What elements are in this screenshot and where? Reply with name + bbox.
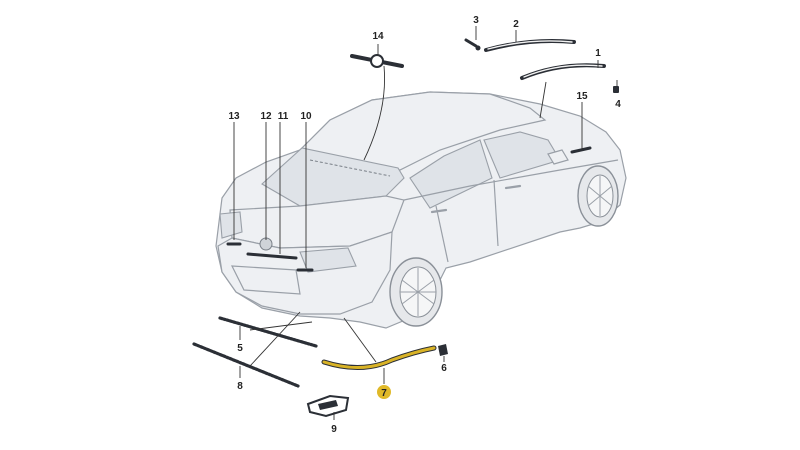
callout-7: 7 bbox=[381, 388, 387, 399]
callout-12: 12 bbox=[260, 111, 272, 122]
part-7-bumper-trim bbox=[321, 345, 437, 371]
part-4-clip bbox=[613, 86, 619, 93]
part-1-highlight bbox=[523, 64, 603, 78]
part-14-roof-emblem bbox=[350, 54, 404, 68]
callout-15: 15 bbox=[576, 91, 588, 102]
part-2-highlight bbox=[487, 40, 573, 50]
callout-3: 3 bbox=[473, 15, 479, 26]
callout-8: 8 bbox=[237, 381, 243, 392]
callout-14: 14 bbox=[372, 31, 384, 42]
callout-10: 10 bbox=[300, 111, 312, 122]
front-wheel bbox=[577, 165, 619, 227]
plate-recess bbox=[230, 265, 301, 295]
part-5-trim-strip bbox=[218, 316, 318, 348]
callout-1: 1 bbox=[595, 48, 601, 59]
part-9-reflector bbox=[306, 394, 350, 418]
callout-6: 6 bbox=[441, 363, 447, 374]
car-illustration bbox=[215, 91, 627, 329]
side-window-rear bbox=[409, 139, 493, 209]
part-15-side-emblem bbox=[570, 146, 592, 154]
tail-light-left bbox=[219, 211, 243, 239]
callout-9: 9 bbox=[331, 424, 337, 435]
rear-window-heater-line bbox=[309, 159, 391, 177]
door-handle-rear bbox=[430, 208, 448, 214]
side-mirror bbox=[547, 149, 569, 165]
callout-13: 13 bbox=[228, 111, 240, 122]
callout-11: 11 bbox=[278, 111, 289, 122]
callout-4: 4 bbox=[615, 99, 621, 110]
rear-wheel bbox=[389, 257, 443, 327]
callout-labels: 1 2 3 4 5 6 7 8 9 10 11 12 13 14 15 bbox=[228, 15, 621, 435]
part-3-clip bbox=[464, 38, 481, 51]
callout-5: 5 bbox=[237, 343, 243, 354]
door-handle-front bbox=[504, 184, 522, 190]
callout-lines bbox=[233, 26, 618, 420]
door-line-2 bbox=[435, 205, 449, 263]
part-8-trim-strip bbox=[192, 342, 300, 388]
tail-light-right bbox=[299, 247, 357, 273]
callout-2: 2 bbox=[513, 19, 519, 30]
body-crease bbox=[403, 159, 619, 201]
part-6-bracket bbox=[438, 344, 448, 356]
callout-7-badge: 7 bbox=[377, 385, 391, 399]
door-line-1 bbox=[493, 179, 499, 247]
side-window-front bbox=[483, 131, 561, 179]
trunk-trim-strip bbox=[246, 252, 298, 260]
